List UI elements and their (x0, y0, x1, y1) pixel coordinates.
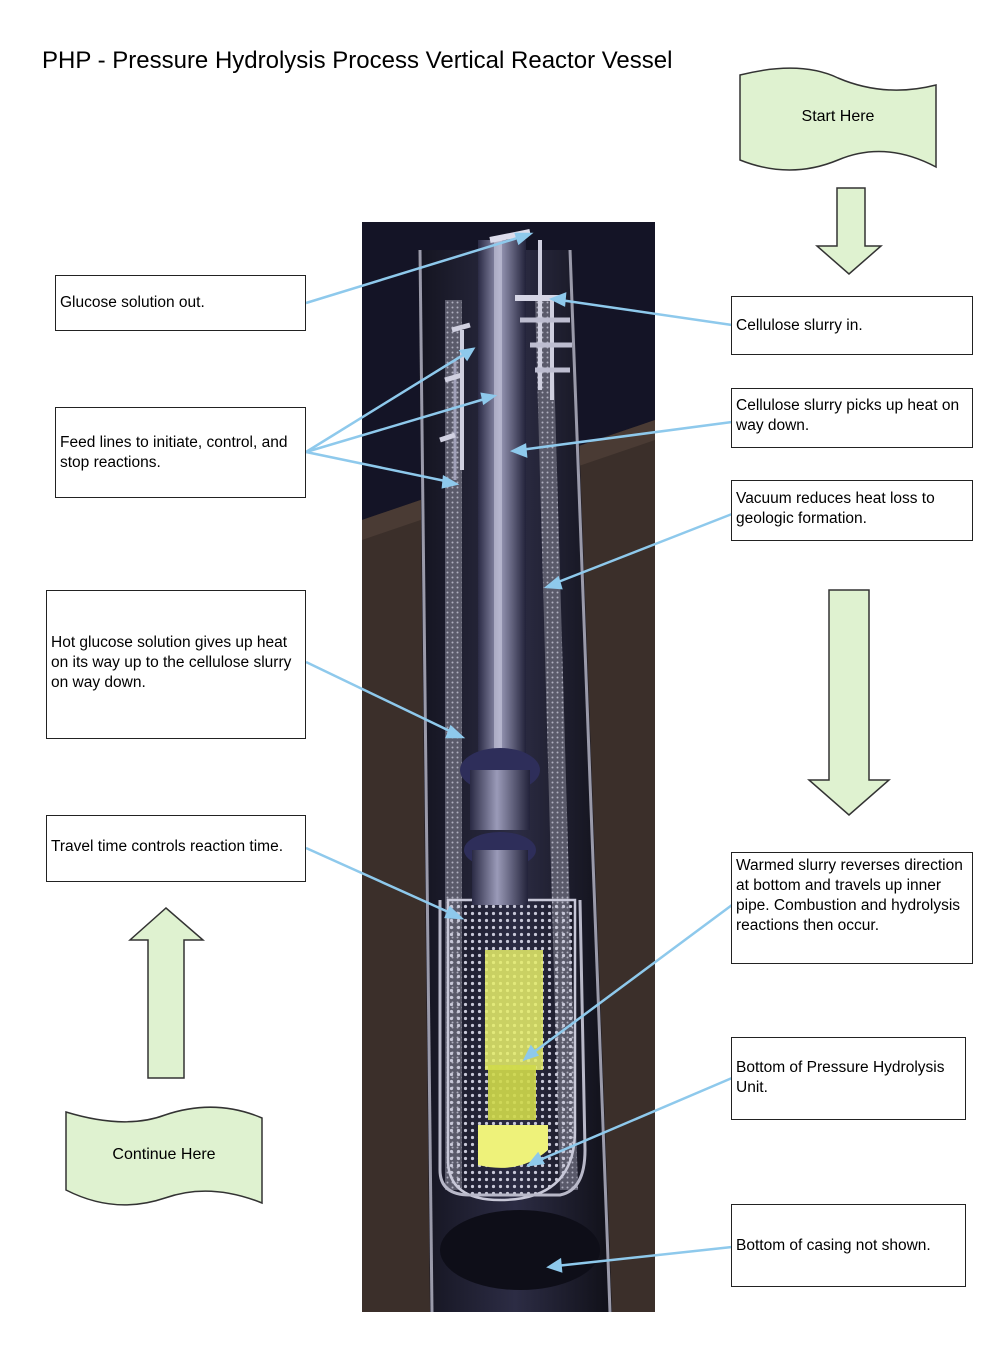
label-slurry-in: Cellulose slurry in. (731, 296, 973, 355)
continue-here-banner (65, 1106, 263, 1206)
label-bottom-casing-text: Bottom of casing not shown. (736, 1236, 931, 1254)
down-arrow-large-icon (807, 589, 891, 816)
label-glucose-out-text: Glucose solution out. (60, 294, 205, 311)
up-arrow-icon (128, 907, 206, 1079)
label-slurry-in-text: Cellulose slurry in. (736, 316, 863, 334)
down-arrow-small-icon (815, 187, 883, 275)
reactor-illustration (362, 222, 655, 1312)
label-bottom-casing: Bottom of casing not shown. (731, 1204, 966, 1287)
label-vacuum-text: Vacuum reduces heat loss to geologic for… (736, 490, 935, 527)
label-hot-glucose: Hot glucose solution gives up heat on it… (46, 590, 306, 739)
label-warmed-slurry-text: Warmed slurry reverses direction at bott… (736, 857, 963, 934)
start-here-banner (739, 67, 937, 171)
page-title: PHP - Pressure Hydrolysis Process Vertic… (42, 47, 673, 74)
label-glucose-out: Glucose solution out. (55, 275, 306, 331)
label-hot-glucose-text: Hot glucose solution gives up heat on it… (51, 634, 292, 691)
continue-here-label: Continue Here (112, 1146, 216, 1163)
label-feed-lines-text: Feed lines to initiate, control, and sto… (60, 433, 288, 471)
label-feed-lines: Feed lines to initiate, control, and sto… (55, 407, 306, 498)
label-travel-time-text: Travel time controls reaction time. (51, 838, 284, 855)
label-vacuum: Vacuum reduces heat loss to geologic for… (731, 480, 973, 541)
label-bottom-unit: Bottom of Pressure Hydrolysis Unit. (731, 1037, 966, 1120)
label-bottom-unit-text: Bottom of Pressure Hydrolysis Unit. (736, 1059, 945, 1096)
label-slurry-heat-text: Cellulose slurry picks up heat on way do… (736, 397, 960, 434)
label-slurry-heat: Cellulose slurry picks up heat on way do… (731, 388, 973, 448)
label-warmed-slurry: Warmed slurry reverses direction at bott… (731, 852, 973, 964)
label-travel-time: Travel time controls reaction time. (46, 815, 306, 882)
start-here-label: Start Here (801, 108, 875, 125)
callout-lines (305, 232, 733, 1273)
